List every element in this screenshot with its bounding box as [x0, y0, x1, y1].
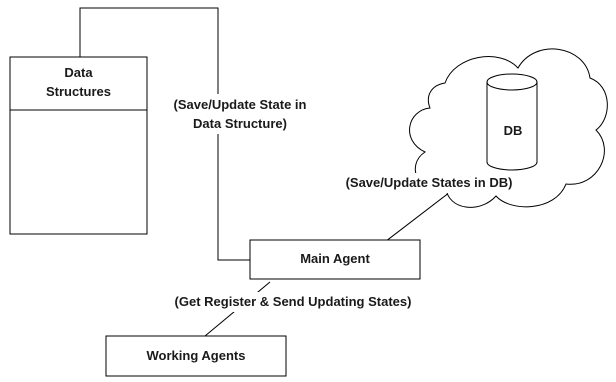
data-structures-box: Data Structures: [9, 56, 148, 235]
db-label: DB: [504, 123, 523, 138]
data-structures-title-line1: Data: [64, 65, 93, 80]
edge-label-save-states-db: (Save/Update States in DB): [346, 175, 513, 190]
db-cylinder: DB: [486, 73, 538, 171]
edge-label-save-struct-line1: (Save/Update State in: [174, 97, 307, 112]
connector-structures-main-agent: [79, 7, 250, 261]
data-structures-title-line2: Structures: [46, 84, 111, 99]
working-agents-box: Working Agents: [105, 335, 287, 377]
main-agent-label: Main Agent: [300, 251, 370, 266]
main-agent-box: Main Agent: [249, 239, 421, 280]
edge-label-save-struct-line2: Data Structure): [193, 116, 287, 131]
working-agents-label: Working Agents: [147, 348, 246, 363]
edge-label-get-register: (Get Register & Send Updating States): [175, 294, 412, 309]
